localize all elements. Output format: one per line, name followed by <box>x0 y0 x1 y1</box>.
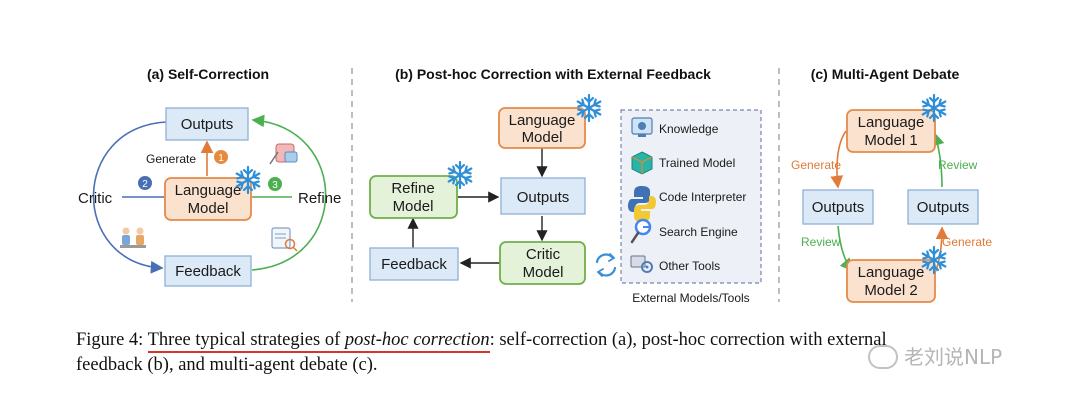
step-1-badge <box>214 150 228 164</box>
panel-a-title: (a) Self-Correction <box>147 66 269 82</box>
critic-model-label-line1: Critic <box>526 246 561 263</box>
step-3-badge <box>268 177 282 191</box>
step-1-label: 1 <box>218 153 224 164</box>
tool-search-engine: Search Engine <box>659 225 738 239</box>
diagram: (a) Self-Correction Outputs Language Mod… <box>78 66 992 305</box>
panel-b-title: (b) Post-hoc Correction with External Fe… <box>395 66 711 82</box>
panel-self-correction: (a) Self-Correction Outputs Language Mod… <box>78 66 341 287</box>
outputs-label: Outputs <box>181 116 234 133</box>
review-top-label: Review <box>938 158 978 172</box>
external-tools-caption: External Models/Tools <box>632 291 749 305</box>
sync-icon <box>595 253 617 277</box>
feedback-label: Feedback <box>175 263 241 280</box>
generate-label: Generate <box>146 152 196 166</box>
caption-italic-term: post-hoc correction <box>344 330 490 350</box>
language-model-label-line2: Model <box>522 129 563 146</box>
language-model-1-label-line2: Model 1 <box>864 132 917 149</box>
panel-multi-agent-debate: (c) Multi-Agent Debate Language Model 1 … <box>791 66 992 303</box>
tool-code-interpreter: Code Interpreter <box>659 190 746 204</box>
critic-label: Critic <box>78 190 113 207</box>
tool-trained-model: Trained Model <box>659 156 735 170</box>
search-engine-icon <box>630 218 652 244</box>
figure-caption: Figure 4: Three typical strategies of po… <box>76 328 1036 378</box>
watermark: 老刘说NLP <box>868 341 1002 371</box>
caption-highlight: Three typical strategies of post-hoc cor… <box>147 330 490 353</box>
language-model-label-line2: Model <box>188 200 229 217</box>
code-interpreter-icon <box>628 186 656 222</box>
outputs-left-box <box>802 189 874 225</box>
generate-bottom-label: Generate <box>942 235 992 249</box>
people-discussion-icon <box>120 227 146 248</box>
tool-other-tools: Other Tools <box>659 259 720 273</box>
language-model-1-box <box>846 109 936 153</box>
trained-model-icon <box>631 151 653 175</box>
caption-rest-line1: self-correction (a), post-hoc correction… <box>494 330 887 350</box>
language-model-label-line1: Language <box>509 112 576 129</box>
language-model-label-line1: Language <box>175 182 242 199</box>
clipboard-review-icon <box>271 227 298 252</box>
step-2-badge <box>138 176 152 190</box>
wechat-icon <box>868 344 898 369</box>
refine-model-box <box>369 175 458 219</box>
outputs-box <box>500 177 586 215</box>
panel-post-hoc-external: (b) Post-hoc Correction with External Fe… <box>369 66 762 305</box>
watermark-text: 老刘说NLP <box>904 345 1003 369</box>
outputs-box <box>165 107 249 141</box>
other-tools-icon <box>630 255 653 273</box>
language-model-1-label-line1: Language <box>858 114 925 131</box>
refine-label: Refine <box>298 190 341 207</box>
critic-model-label-line2: Model <box>523 264 564 281</box>
review-top-arrow <box>931 132 945 188</box>
language-model-2-label-line1: Language <box>858 264 925 281</box>
critic-arrow <box>92 121 167 274</box>
language-model-box <box>164 177 252 221</box>
step-2-label: 2 <box>142 179 148 190</box>
tool-knowledge: Knowledge <box>659 122 719 136</box>
generate-top-arrow <box>830 130 847 189</box>
tools-illustration-icon <box>269 143 298 165</box>
outputs-right-label: Outputs <box>917 199 970 216</box>
outputs-left-label: Outputs <box>812 199 865 216</box>
step-3-label: 3 <box>272 180 278 191</box>
refine-model-label-line2: Model <box>393 198 434 215</box>
caption-highlight-text: Three typical strategies of <box>147 330 345 350</box>
refine-model-label-line1: Refine <box>391 180 434 197</box>
generate-top-label: Generate <box>791 158 841 172</box>
language-model-2-box <box>846 259 936 303</box>
language-model-box <box>498 107 586 149</box>
knowledge-icon <box>631 117 653 137</box>
feedback-box <box>369 247 459 281</box>
outputs-label: Outputs <box>517 189 570 206</box>
refine-arrow <box>251 114 327 271</box>
caption-colon: : <box>489 330 495 350</box>
feedback-box <box>164 255 252 287</box>
language-model-2-label-line2: Model 2 <box>864 282 917 299</box>
critic-model-box <box>499 241 586 285</box>
outputs-right-box <box>907 189 979 225</box>
panel-c-title: (c) Multi-Agent Debate <box>811 66 960 82</box>
caption-prefix: Figure 4: <box>76 330 148 350</box>
caption-line2: feedback (b), and multi-agent debate (c)… <box>76 355 378 375</box>
review-bottom-label: Review <box>801 235 841 249</box>
feedback-label: Feedback <box>381 256 447 273</box>
